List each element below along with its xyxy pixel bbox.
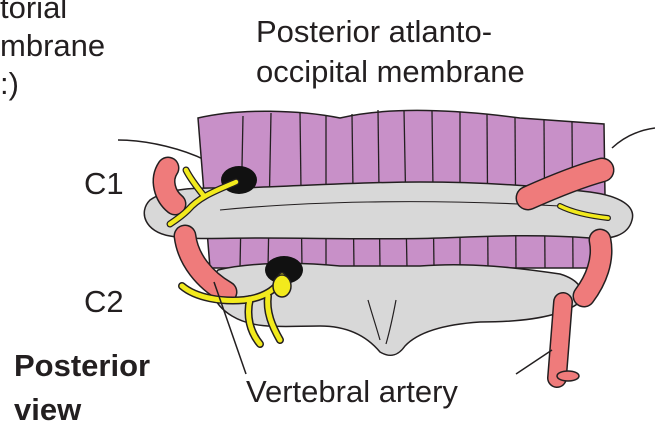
cropped-label-line1: torial	[0, 0, 67, 26]
right-membrane-strand	[612, 128, 655, 148]
right-artery-lumen	[557, 371, 579, 381]
membrane-label-line2: occipital membrane	[256, 54, 525, 90]
c2-ganglion	[273, 275, 291, 297]
vertebral-artery-label: Vertebral artery	[246, 374, 458, 410]
c2-label: C2	[84, 284, 124, 320]
artery-leader-right	[516, 350, 552, 374]
c1-label: C1	[84, 166, 124, 202]
view-label-line2: view	[14, 392, 81, 428]
left-membrane-strand	[118, 140, 205, 160]
view-label-line1: Posterior	[14, 348, 150, 384]
cropped-label-line2: mbrane	[0, 28, 105, 64]
cropped-label-line3: :)	[0, 66, 19, 102]
membrane-label-line1: Posterior atlanto-	[256, 14, 492, 50]
